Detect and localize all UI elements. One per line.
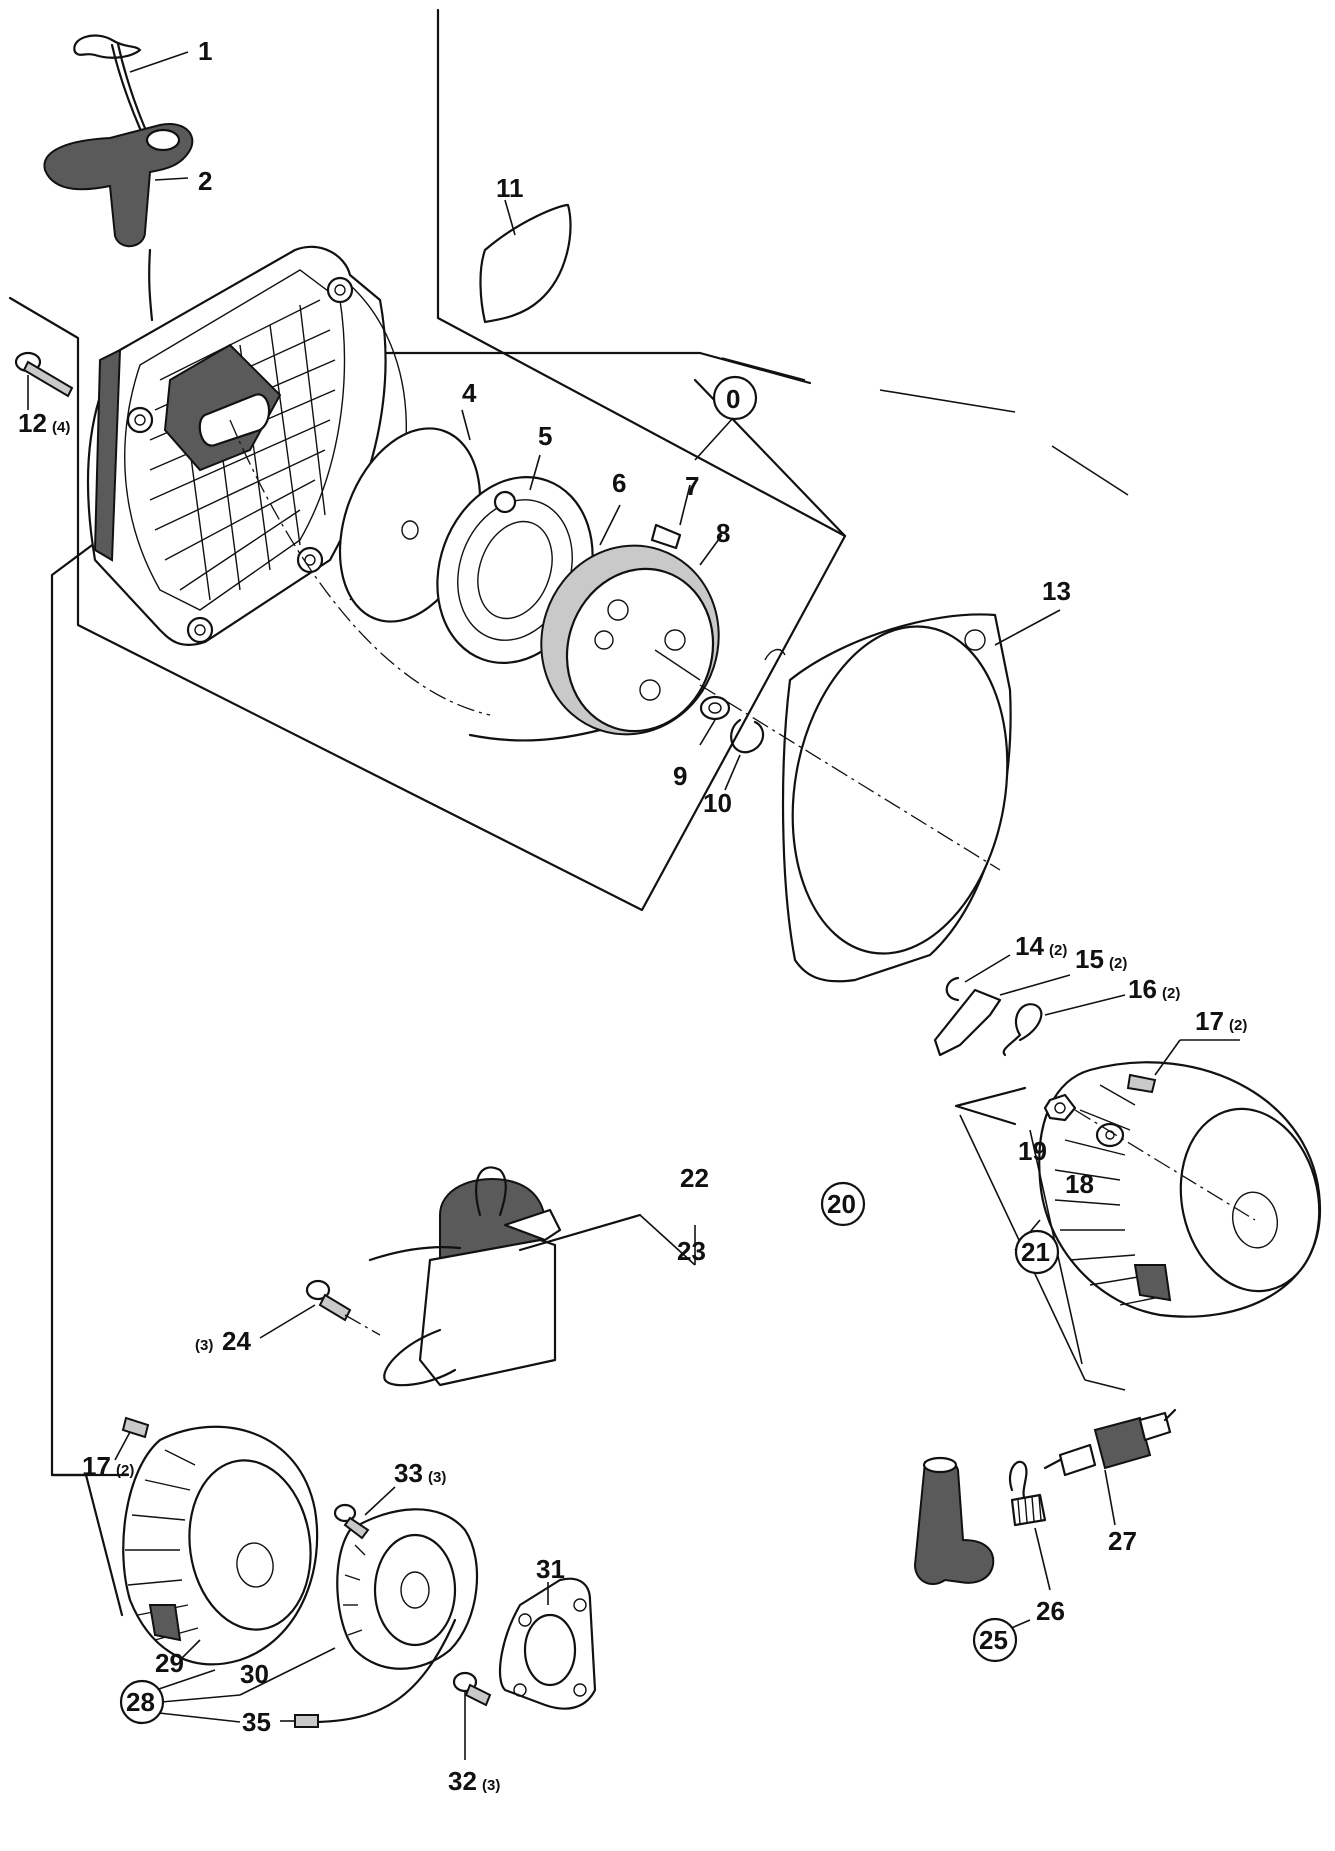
callout-24-qty: (3): [195, 1337, 213, 1354]
callout-23: 23: [677, 1236, 706, 1266]
pin-35-part: [280, 1618, 457, 1728]
callout-20: 20: [827, 1189, 856, 1219]
rotor-30-part: [336, 1508, 479, 1670]
clip-10-part: [724, 718, 765, 791]
callout-33-qty: (3): [428, 1469, 446, 1486]
callout-30: 30: [240, 1659, 269, 1689]
callout-29: 29: [155, 1648, 184, 1678]
spark-plug-cap-25-part: [913, 1456, 1031, 1636]
callout-4: 4: [462, 378, 477, 408]
callout-17-left: 17: [82, 1451, 111, 1481]
callout-26: 26: [1036, 1596, 1065, 1626]
callout-15: 15: [1075, 944, 1104, 974]
pawl-hardware-part: [933, 954, 1126, 1057]
callout-19: 19: [1018, 1136, 1047, 1166]
screw-24-part: [259, 1279, 381, 1339]
callout-20-circle: [820, 1181, 866, 1227]
callout-25: 25: [979, 1625, 1008, 1655]
washer-18-part: [1095, 1122, 1125, 1148]
screw-17-right-part: [1126, 1039, 1240, 1094]
callout-2: 2: [198, 166, 212, 196]
callout-17-left-qty: (2): [116, 1462, 134, 1479]
callout-13: 13: [1042, 576, 1071, 606]
callout-21-circle: [1014, 1229, 1060, 1275]
callout-16-qty: (2): [1162, 985, 1180, 1002]
callout-17-right-qty: (2): [1229, 1017, 1247, 1034]
callout-27: 27: [1108, 1526, 1137, 1556]
callout-31: 31: [536, 1554, 565, 1584]
callout-28: 28: [126, 1687, 155, 1717]
callout-22: 22: [680, 1163, 709, 1193]
callout-7: 7: [685, 471, 699, 501]
plate-13-part: [699, 609, 1061, 983]
callout-17-right: 17: [1195, 1006, 1224, 1036]
callout-10: 10: [703, 788, 732, 818]
callout-32: 32: [448, 1766, 477, 1796]
callout-14: 14: [1015, 931, 1044, 961]
spring-26-part: [1008, 1460, 1051, 1591]
screw-7-part: [650, 484, 691, 550]
callout-16: 16: [1128, 974, 1157, 1004]
flywheel-left-part: [122, 1425, 319, 1666]
callout-0-circle: [712, 375, 758, 421]
callout-5: 5: [538, 421, 552, 451]
screw-33-part: [333, 1486, 396, 1540]
washer-9-part: [699, 695, 731, 746]
callout-25-circle: [972, 1617, 1018, 1663]
callout-11: 11: [496, 173, 524, 203]
callout-35: 35: [242, 1707, 271, 1737]
callout-21: 21: [1021, 1237, 1050, 1267]
callout-24: 24: [222, 1326, 251, 1356]
callout-32-qty: (3): [482, 1777, 500, 1794]
screw-17-left-part: [114, 1416, 150, 1461]
callout-14-qty: (2): [1049, 942, 1067, 959]
callout-12: 12: [18, 408, 47, 438]
bracket-31-part: [498, 1577, 597, 1710]
callout-12-qty: (4): [52, 419, 70, 436]
callout-9: 9: [673, 761, 687, 791]
callout-6: 6: [612, 468, 626, 498]
starter-handle-part: [43, 123, 194, 322]
nut-19-part: [1043, 1093, 1077, 1122]
callout-8: 8: [716, 518, 730, 548]
gasket-11-part: [479, 199, 572, 324]
screw-32-part: [452, 1671, 492, 1760]
screw-12-part: [14, 351, 74, 410]
callout-15-qty: (2): [1109, 955, 1127, 972]
callout-18: 18: [1065, 1169, 1094, 1199]
callout-0: 0: [726, 384, 740, 414]
callout-labels: 1 2 0 4 5 6 7 8 9 10 11 12 (4) 13 14 (2)…: [18, 36, 1247, 1796]
ignition-coil-part: [368, 1166, 696, 1387]
callout-28-circle: [119, 1679, 165, 1725]
pulley-8-part: [540, 534, 723, 736]
callout-33: 33: [394, 1458, 423, 1488]
spark-plug-27-part: [1043, 1408, 1177, 1526]
starter-housing-part: [86, 245, 407, 647]
callout-1: 1: [198, 36, 212, 66]
